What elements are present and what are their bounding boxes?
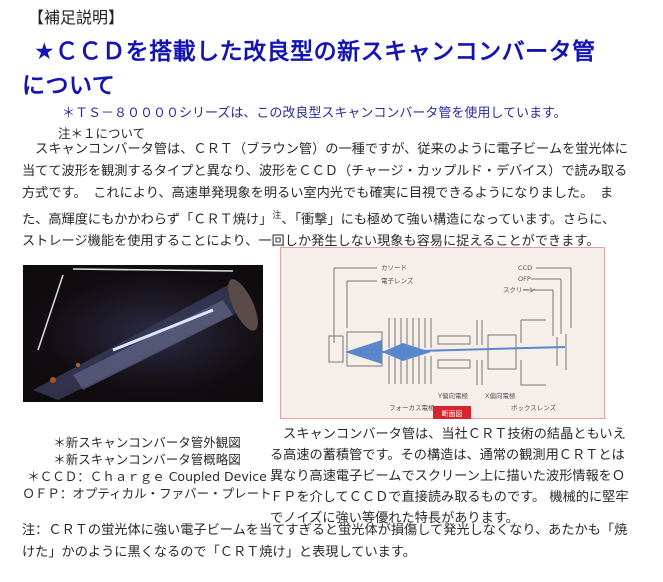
text-line: スキャンコンバータ管は、当社ＣＲＴ技術の結晶ともいえ: [270, 427, 626, 442]
page-title: ★ＣＣＤを搭載した改良型の新スキャンコンバータ管: [34, 39, 596, 65]
text-line: 方式です。 これにより、高速単発現象を明るい室内光でも確実に目視できるようになり…: [22, 186, 614, 201]
diagram-label-electron-lens: 電子レンズ: [381, 276, 414, 285]
cross-section-diagram: カソード 電子レンズ CCD OFP スクリーン Y偏向電極 X偏向電極 フォー…: [280, 247, 605, 419]
caption: ＊ＣＣＤ：Ｃｈａｒｇｅ Coupled Device: [27, 469, 267, 484]
text-segment: 、「衝撃」にも極めて強い構造になっています。さらに、: [281, 212, 616, 228]
scan-converter-tube-photo: [23, 265, 263, 402]
text-line: スキャンコンバータ管は、ＣＲＴ（ブラウン管）の一種ですが、従来のように電子ビーム…: [22, 142, 628, 157]
diagram-label-ofp: OFP: [518, 275, 531, 283]
text-line: ストレージ機能を使用することにより、一回しか発生しない現象も容易に捉えることがで…: [22, 234, 600, 250]
diagram-label-cathode: カソード: [381, 264, 407, 272]
subtitle: ＊ＴＳ－８００００シリーズは、この改良型スキャンコンバータ管を使用しています。: [62, 106, 567, 121]
caption: ＯＦＰ：オプティカル・ファバー・プレート: [22, 486, 272, 501]
diagram-badge: 断面図: [442, 409, 463, 418]
caption: ＊新スキャンコンバータ管概略図: [53, 452, 241, 467]
tube-illustration: [33, 268, 258, 400]
diagram-drawing: カソード 電子レンズ CCD OFP スクリーン Y偏向電極 X偏向電極 フォー…: [328, 264, 572, 419]
text-line: 注：ＣＲＴの蛍光体に強い電子ビームを当てすぎると蛍光体が損傷して発光しなくなり、…: [22, 523, 628, 538]
diagram-label-y-deflection: Y偏向電極: [437, 391, 468, 400]
text-line: ＦＰを介してＣＣＤで直接読み取るものです。 機械的に堅牢: [270, 490, 629, 505]
detail-paragraph: スキャンコンバータ管は、当社ＣＲＴ技術の結晶ともいえ る高速の蓄積管です。その構…: [270, 424, 629, 529]
text-line: けた」かのように黒くなるので「ＣＲＴ焼け」と表現しています。: [22, 545, 416, 560]
text-line: 当てて波形を観測するタイプと異なり、波形をＣＣＤ（チャージ・カップルド・デバイス…: [22, 164, 628, 179]
text-line: る高速の蓄積管です。その構造は、通常の観測用ＣＲＴとは: [270, 448, 625, 463]
text-line: 異なり高速電子ビームでスクリーン上に描いた波形情報をＯ: [270, 469, 626, 484]
footnote-marker: 注: [272, 211, 282, 221]
note-link[interactable]: 注＊１について: [58, 126, 146, 141]
diagram-label-box-lens: ボックスレンズ: [511, 403, 557, 412]
figure-captions: ＊新スキャンコンバータ管外観図 ＊新スキャンコンバータ管概略図 ＊ＣＣＤ：Ｃｈａ…: [22, 434, 272, 502]
diagram-label-x-deflection: X偏向電極: [485, 391, 516, 400]
text-line: でノイズに強い等優れた特長があります。: [270, 511, 519, 526]
text-line: た、高輝度にもかかわらず「ＣＲＴ焼け」注、「衝撃」にも極めて強い構造になっていま…: [22, 205, 628, 231]
caption: ＊新スキャンコンバータ管外観図: [53, 435, 241, 450]
intro-paragraph: スキャンコンバータ管は、ＣＲＴ（ブラウン管）の一種ですが、従来のように電子ビーム…: [22, 139, 628, 253]
page-title-continued: について: [22, 73, 116, 99]
text-segment: た、高輝度にもかかわらず「ＣＲＴ焼け」: [22, 212, 273, 228]
diagram-label-focus-electrode: フォーカス電極: [389, 403, 435, 412]
diagram-label-screen: スクリーン: [503, 286, 535, 294]
section-header: 【補足説明】: [28, 8, 125, 27]
diagram-label-ccd: CCD: [518, 264, 532, 272]
footnote: 注：ＣＲＴの蛍光体に強い電子ビームを当てすぎると蛍光体が損傷して発光しなくなり、…: [22, 520, 627, 564]
